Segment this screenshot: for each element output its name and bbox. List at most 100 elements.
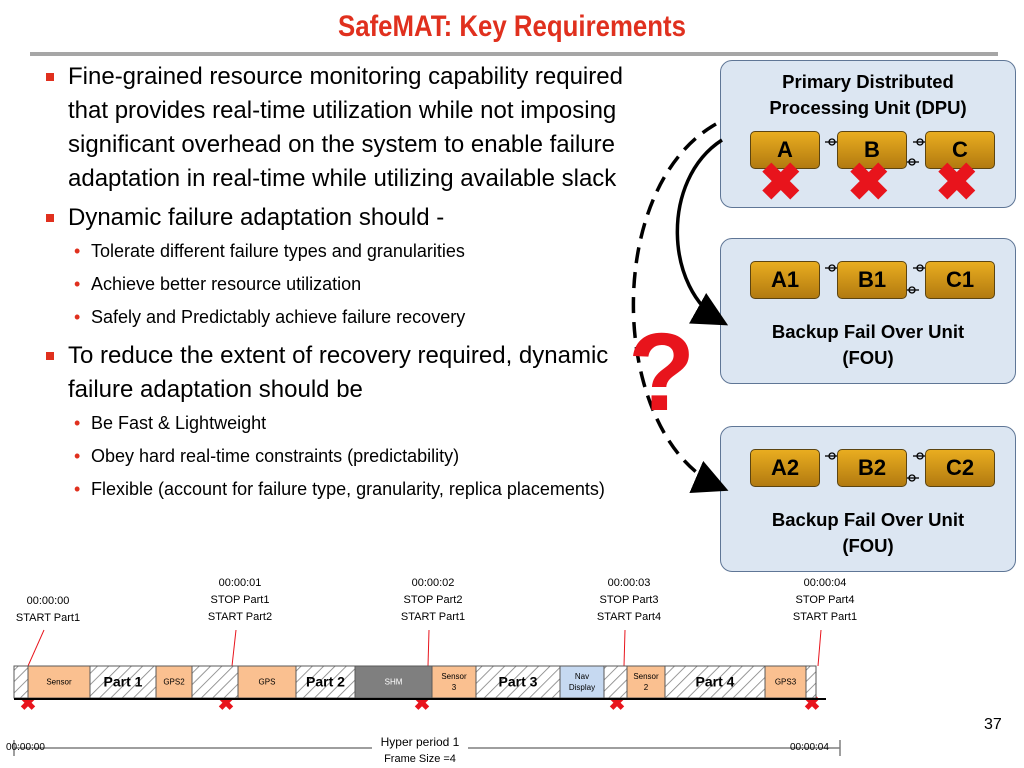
bullet-dot-icon: • <box>74 479 81 499</box>
title-line: Primary Distributed <box>782 71 954 92</box>
sub-bullet-text: Safely and Predictably achieve failure r… <box>91 307 466 327</box>
timeline-segment-label: GPS3 <box>775 678 797 687</box>
component-a1: A1 <box>750 261 820 299</box>
bullet-1-text: Fine-grained resource monitoring capabil… <box>68 63 623 192</box>
question-mark-icon: ? <box>628 311 696 434</box>
sub-bullet: • Achieve better resource utilization <box>44 273 634 295</box>
bullet-2-text: Dynamic failure adaptation should - <box>68 204 445 231</box>
event-pointer <box>817 629 822 667</box>
event-action-label: START Part4 <box>597 611 661 623</box>
bullet-dot-icon: • <box>74 446 81 466</box>
bullet-square-icon <box>46 73 54 81</box>
event-time-label: 00:00:01 <box>219 577 262 589</box>
event-action-label: START Part2 <box>208 611 272 623</box>
sub-bullet-text: Flexible (account for failure type, gran… <box>91 479 605 499</box>
event-action-label: STOP Part4 <box>796 594 855 606</box>
failover-arrow-solid <box>675 138 729 326</box>
timeline-segment-label: GPS2 <box>163 678 185 687</box>
event-time-label: 00:00:04 <box>804 577 847 589</box>
event-action-label: START Part1 <box>16 612 80 624</box>
bullet-1: Fine-grained resource monitoring capabil… <box>44 60 634 196</box>
bullet-list: Fine-grained resource monitoring capabil… <box>44 60 634 511</box>
bullet-dot-icon: • <box>74 241 81 261</box>
timeline-segment <box>237 665 297 699</box>
sub-bullet: • Safely and Predictably achieve failure … <box>44 306 634 328</box>
title-line: Backup Fail Over Unit <box>771 509 965 530</box>
timeline-segment-label: Sensor <box>441 672 467 681</box>
event-pointer <box>231 629 237 667</box>
hyper-period-label: Hyper period 1 <box>381 735 460 749</box>
timeline-segment <box>431 665 477 699</box>
timeline-segment <box>559 665 605 699</box>
sub-bullet: • Obey hard real-time constraints (predic… <box>44 445 634 467</box>
component-b2: B2 <box>837 449 907 487</box>
timeline-segment-label: GPS <box>259 678 276 687</box>
backup-fou-title: Backup Fail Over Unit (FOU) <box>721 507 1015 559</box>
timeline-segment-label: Part 3 <box>499 674 538 690</box>
component-b: B <box>837 131 907 169</box>
timeline-segment <box>155 665 193 699</box>
timeline-segment-label: Part 4 <box>696 674 735 690</box>
timeline-segment <box>603 665 628 699</box>
component-c1: C1 <box>925 261 995 299</box>
event-action-label: START Part1 <box>401 611 465 623</box>
timeline-segment-label: 3 <box>452 683 457 692</box>
primary-dpu-title: Primary Distributed Processing Unit (DPU… <box>721 69 1015 121</box>
bullet-dot-icon: • <box>74 307 81 327</box>
event-pointer <box>427 629 430 667</box>
axis-start-label: 00:00:00 <box>6 742 45 753</box>
timeline-segment-label: 2 <box>644 683 649 692</box>
backup-fou-box-2: A2 B2 C2 Backup Fail Over Unit (FOU) <box>720 426 1016 572</box>
component-a: A <box>750 131 820 169</box>
title-line: (FOU) <box>842 535 894 556</box>
timeline-segment-label: Display <box>569 683 595 692</box>
title-line: Backup Fail Over Unit <box>771 321 965 342</box>
timeline-segment <box>764 665 807 699</box>
backup-fou-box-1: A1 B1 C1 Backup Fail Over Unit (FOU) <box>720 238 1016 384</box>
event-pointer <box>623 629 626 667</box>
timeline-segment-label: Sensor <box>633 672 659 681</box>
component-b1: B1 <box>837 261 907 299</box>
title-divider <box>30 52 998 56</box>
timeline-segment-label: Part 1 <box>104 674 143 690</box>
timeline-segment-label: Nav <box>575 672 589 681</box>
bullet-square-icon <box>46 352 54 360</box>
event-action-label: STOP Part2 <box>404 594 463 606</box>
sub-bullet-text: Obey hard real-time constraints (predict… <box>91 446 460 466</box>
event-pointer <box>27 629 45 667</box>
title-line: Processing Unit (DPU) <box>769 97 967 118</box>
timeline-segment <box>295 665 356 699</box>
backup-fou-title: Backup Fail Over Unit (FOU) <box>721 319 1015 371</box>
sub-bullet: • Be Fast & Lightweight <box>44 412 634 434</box>
period-label-bg <box>372 734 468 768</box>
title-line: (FOU) <box>842 347 894 368</box>
bullet-3-text: To reduce the extent of recovery require… <box>68 342 609 403</box>
bullet-square-icon <box>46 214 54 222</box>
bullet-dot-icon: • <box>74 274 81 294</box>
event-time-label: 00:00:00 <box>27 595 70 607</box>
timeline-segment <box>191 665 239 699</box>
page-number: 37 <box>984 716 1002 733</box>
timeline-segment-label: Part 2 <box>306 674 345 690</box>
failure-x-icon: ✖ <box>847 154 891 212</box>
event-action-label: START Part1 <box>793 611 857 623</box>
primary-dpu-box: Primary Distributed Processing Unit (DPU… <box>720 60 1016 212</box>
bullet-3: To reduce the extent of recovery require… <box>44 339 634 407</box>
timeline-segment <box>89 665 157 699</box>
event-action-label: STOP Part1 <box>211 594 270 606</box>
bullet-dot-icon: • <box>74 413 81 433</box>
timeline-segment <box>27 665 91 699</box>
failure-x-icon: ✖ <box>759 154 803 212</box>
component-c: C <box>925 131 995 169</box>
frame-size-label: Frame Size =4 <box>384 753 456 765</box>
failure-x-icon: ✖ <box>935 154 979 212</box>
timeline-segment <box>805 665 817 699</box>
timeline-segment <box>626 665 666 699</box>
timeline-segment <box>664 665 766 699</box>
sub-bullet-text: Be Fast & Lightweight <box>91 413 267 433</box>
component-a2: A2 <box>750 449 820 487</box>
axis-end-label: 00:00:04 <box>790 742 829 753</box>
timeline-segment-label: SHM <box>385 678 403 687</box>
sub-bullet-text: Achieve better resource utilization <box>91 274 362 294</box>
